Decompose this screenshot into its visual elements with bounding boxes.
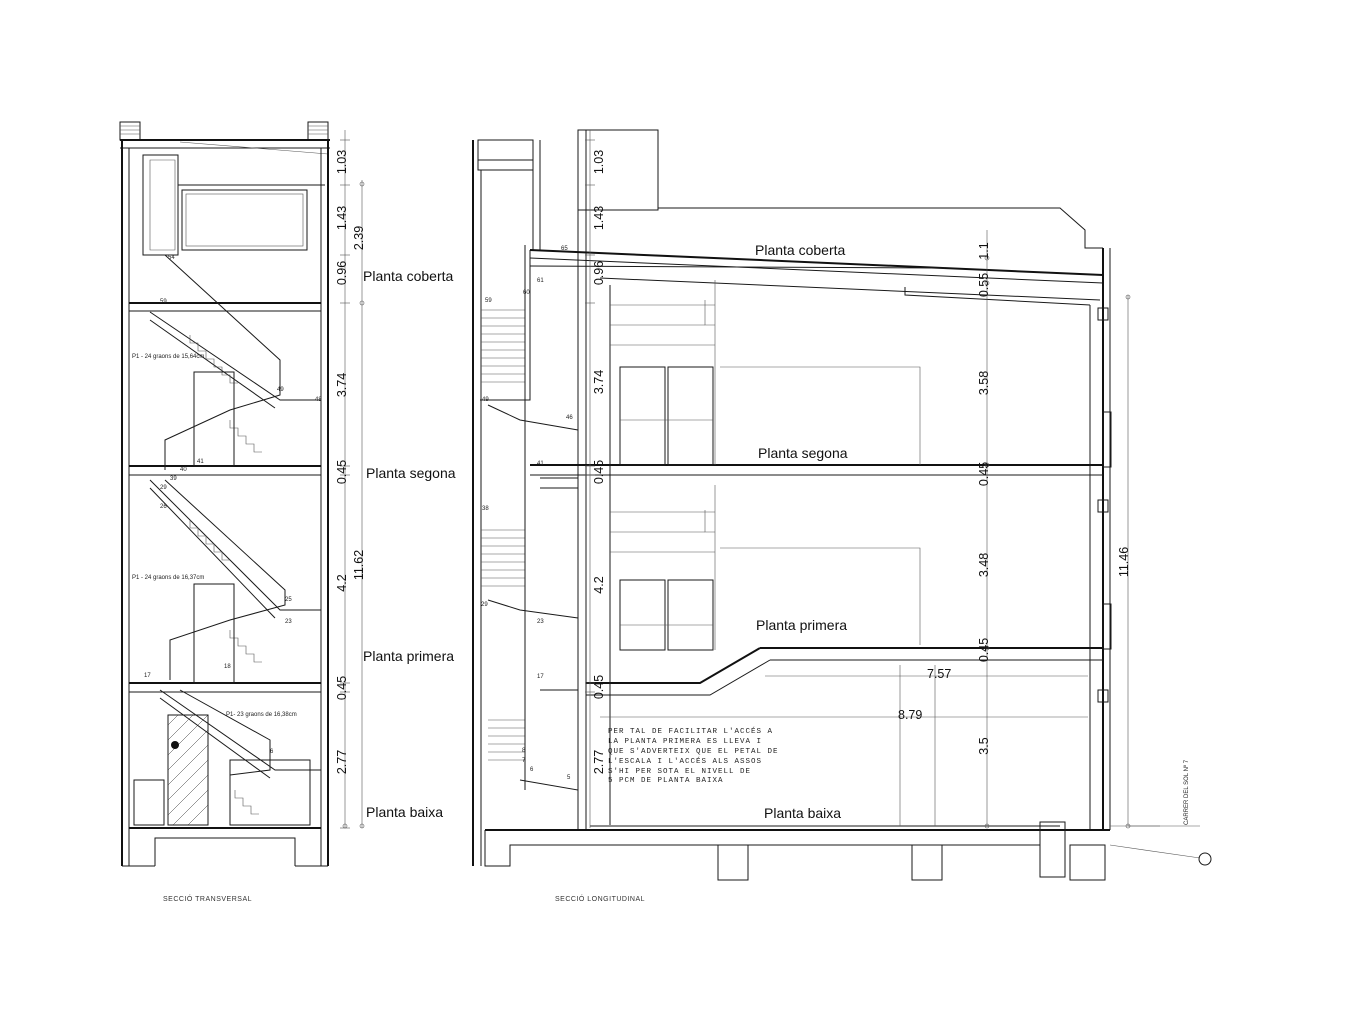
l-note-line: LA PLANTA PRIMERA ES LLEVA I [608,738,762,746]
l-step-num: 49 [482,397,489,403]
l-step-num: 6 [530,767,534,773]
transversal-labels: Planta coberta Planta segona Planta prim… [132,150,456,903]
l-step-num: 61 [537,278,544,284]
l-dim-span-2: 8.79 [898,708,922,722]
t-dim-6: 4.2 [335,574,349,591]
t-dim-4: 3.74 [335,373,349,397]
l-step-num: 38 [482,506,489,512]
l-note-line: S'HI PER SOTA EL NIVELL DE [608,768,751,776]
t-floor-baixa: Planta baixa [366,804,443,820]
l-step-num: 46 [566,415,573,421]
l-dim-7: 0.45 [592,675,606,699]
t-dim-7: 0.45 [335,676,349,700]
l-dim-span-1: 7.57 [927,667,951,681]
l-step-num: 60 [523,290,530,296]
t-dim-total-top: 2.39 [352,226,366,250]
t-dim-8: 2.77 [335,750,349,774]
l-step-num: 7 [522,758,526,764]
l-dim-6: 4.2 [592,576,606,593]
t-step-num: 18 [224,664,231,670]
l-step-num: 41 [537,461,544,467]
t-step-num: 54 [168,255,175,261]
l-floor-baixa: Planta baixa [764,805,841,821]
l-note-line: QUE S'ADVERTEIX QUE EL PETAL DE [608,748,779,756]
l-dim-total: 11.46 [1117,547,1131,577]
l-floor-segona: Planta segona [758,445,848,461]
l-step-num: 29 [481,602,488,608]
t-step-num: 39 [170,476,177,482]
l-step-num: 5 [567,775,571,781]
l-dim-8: 2.77 [592,750,606,774]
t-dim-total: 11.62 [352,550,366,580]
t-step-num: 49 [277,387,284,393]
t-stair-label-2: P1 - 24 graons de 16,37cm [132,575,204,581]
t-stair-label-1: P1 - 24 graons de 15,64cm [132,354,204,360]
t-step-num: 25 [285,597,292,603]
l-dim-1: 1.03 [592,150,606,174]
l-dim-2: 1.43 [592,206,606,230]
l-floor-coberta: Planta coberta [755,242,845,258]
t-step-num: 48 [315,397,322,403]
l-dim-mid-4: 0.45 [977,462,991,486]
t-step-num: 6 [270,749,274,755]
t-floor-segona: Planta segona [366,465,456,481]
t-dim-1: 1.03 [335,150,349,174]
l-note-line: PER TAL DE FACILITAR L'ACCÉS A [608,727,773,736]
l-note-line: 5 PCM DE PLANTA BAIXA [608,777,724,785]
t-dim-5: 0.45 [335,460,349,484]
t-floor-primera: Planta primera [363,648,454,664]
l-step-num: 65 [561,246,568,252]
t-floor-coberta: Planta coberta [363,268,453,284]
l-dim-mid-5: 3.48 [977,553,991,577]
l-caption: SECCIÓ LONGITUDINAL [555,894,645,903]
l-note-line: L'ESCALA I L'ACCÉS ALS ASSOS [608,757,762,766]
t-step-num: 41 [197,459,204,465]
t-caption: SECCIÓ TRANSVERSAL [163,894,252,903]
t-stair-label-3: P1- 23 graons de 16,38cm [226,712,297,718]
l-step-num: 8 [522,748,526,754]
t-step-num: 17 [144,673,151,679]
l-dim-3: 0.96 [592,261,606,285]
l-street-label: CARRER DEL SOL Nº 7 [1183,759,1190,825]
t-step-num: 40 [180,467,187,473]
l-dim-mid-6: 0.45 [977,638,991,662]
l-dim-4: 3.74 [592,370,606,394]
l-floor-primera: Planta primera [756,617,847,633]
l-dim-mid-1: 1.1 [977,242,991,259]
longitudinal-labels: Planta coberta Planta segona Planta prim… [481,150,1190,903]
l-dim-5: 0.45 [592,460,606,484]
l-step-num: 59 [485,298,492,304]
l-dim-mid-7: 3.5 [977,737,991,754]
transversal-section [119,121,365,867]
l-step-num: 23 [537,619,544,625]
t-step-num: 29 [160,485,167,491]
t-step-num: 59 [160,299,167,305]
t-step-num: 23 [285,619,292,625]
longitudinal-section [472,129,1212,881]
l-dim-mid-3: 3.58 [977,371,991,395]
t-step-num: 26 [160,504,167,510]
l-step-num: 17 [537,674,544,680]
l-dim-mid-2: 0.55 [977,273,991,297]
t-dim-2: 1.43 [335,206,349,230]
t-dim-3: 0.96 [335,261,349,285]
